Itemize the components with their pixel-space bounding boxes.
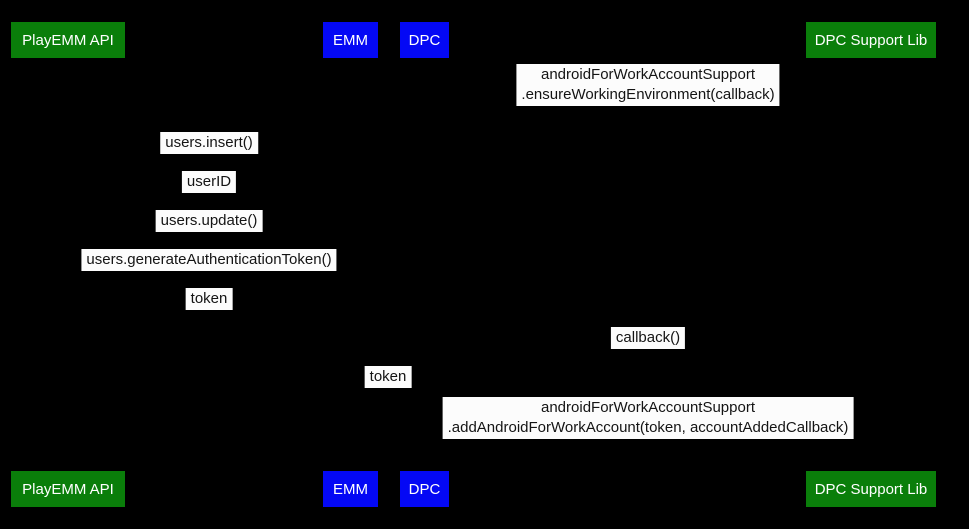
message-line: androidForWorkAccountSupport (540, 66, 755, 83)
message-token-1: token (185, 288, 233, 310)
message-line: androidForWorkAccountSupport (541, 399, 755, 416)
message-users-update: users.update() (155, 210, 263, 232)
message-line: token (369, 368, 407, 385)
message-add-android-for-work-account: androidForWorkAccountSupport .addAndroid… (442, 397, 854, 439)
actor-playemm-api-top: PlayEMM API (11, 22, 125, 58)
actor-dpc-top: DPC (400, 22, 449, 58)
message-line: users.insert() (165, 134, 253, 151)
message-users-insert: users.insert() (160, 132, 258, 154)
actor-emm-bottom: EMM (323, 471, 378, 507)
message-ensure-working-environment: androidForWorkAccountSupport .ensureWork… (516, 64, 780, 106)
actor-emm-top: EMM (323, 22, 378, 58)
message-line: callback() (615, 329, 681, 346)
message-line: .addAndroidForWorkAccount(token, account… (447, 419, 849, 436)
message-users-generate-authentication-token: users.generateAuthenticationToken() (81, 249, 337, 271)
message-token-2: token (364, 366, 412, 388)
actor-dpc-bottom: DPC (400, 471, 449, 507)
actor-dpc-support-lib-top: DPC Support Lib (806, 22, 936, 58)
message-line: users.generateAuthenticationToken() (86, 251, 332, 268)
message-line: token (190, 290, 228, 307)
message-line: users.update() (160, 212, 258, 229)
actor-playemm-api-bottom: PlayEMM API (11, 471, 125, 507)
actor-dpc-support-lib-bottom: DPC Support Lib (806, 471, 936, 507)
message-callback: callback() (610, 327, 686, 349)
message-line: .ensureWorkingEnvironment(callback) (521, 86, 775, 103)
message-line: userID (186, 173, 232, 190)
message-userid: userID (181, 171, 237, 193)
